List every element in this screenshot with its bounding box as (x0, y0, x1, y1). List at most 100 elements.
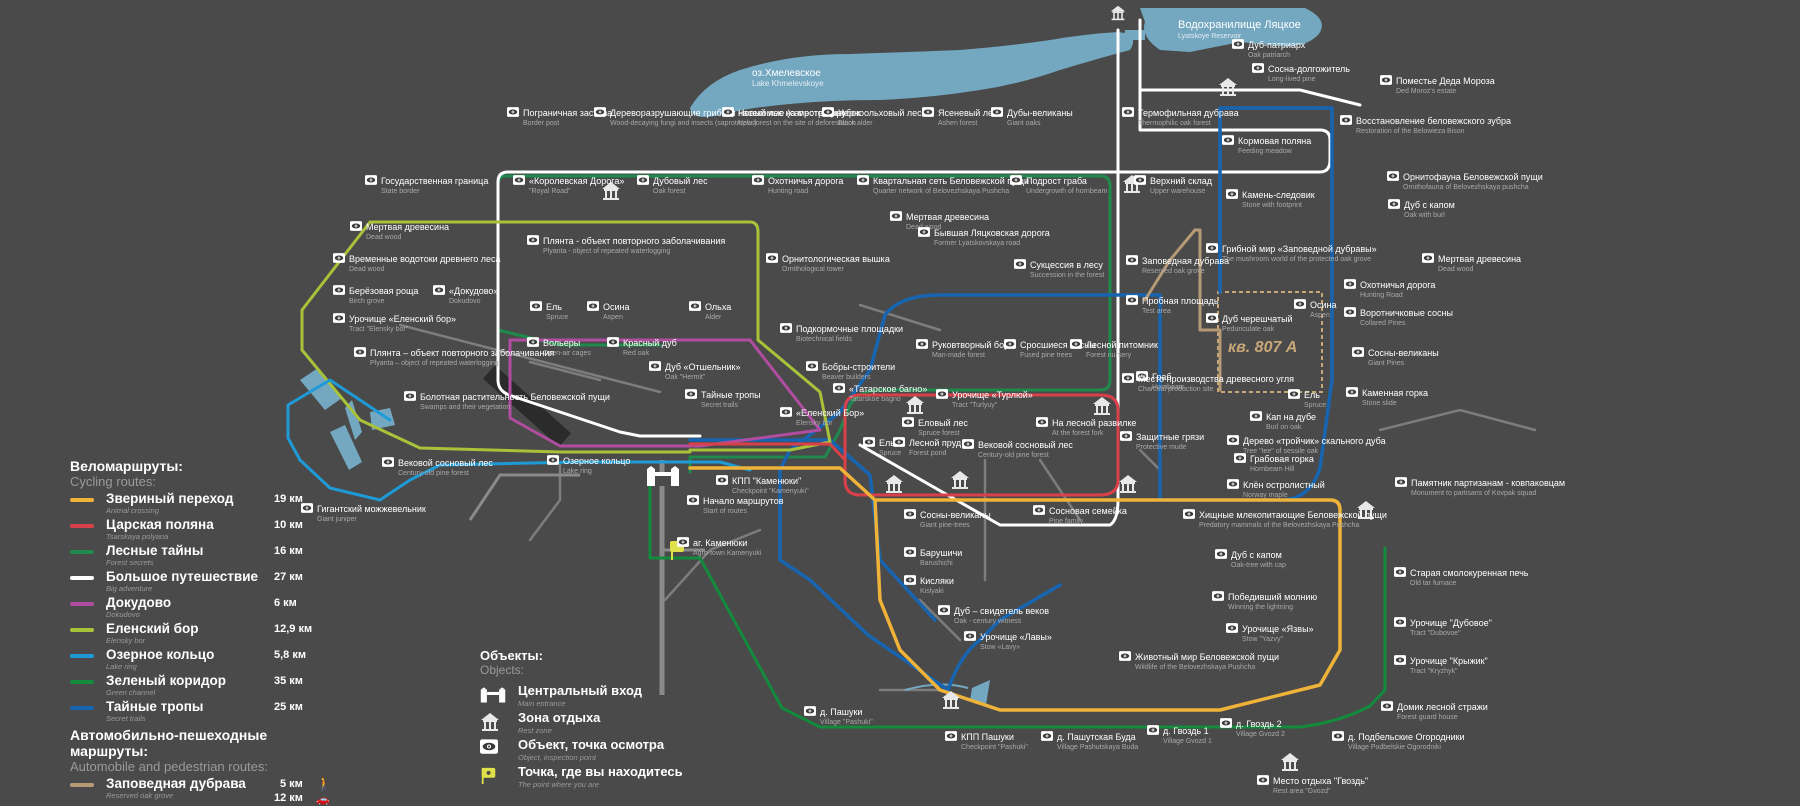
poi[interactable]: Урочище «Турлюй»Tract "Turlyuy" (936, 389, 1033, 409)
poi[interactable]: Урочище «Язвы»Stow "Yazvy" (1226, 623, 1314, 643)
poi[interactable]: КПП "Каменюки"Checkpoint "Kamenyuki" (716, 475, 809, 495)
poi[interactable]: Дуб «Отшельник»Oak "Hermit" (649, 361, 741, 381)
poi[interactable]: «Еленский Бор»Elensky bor (780, 407, 864, 427)
poi[interactable]: Урочище "Дубовое"Tract "Dubovoe" (1394, 617, 1492, 637)
poi[interactable]: Плянта - объект повторного заболачивания… (527, 235, 725, 255)
poi[interactable]: Орнитофауна Беловежской пущиOrnithofauna… (1387, 171, 1543, 191)
object-name: Центральный вход (518, 683, 643, 698)
poi[interactable]: Урочище «Еленский бор»Tract "Elensky bor… (333, 313, 456, 333)
poi[interactable]: Грибной мир «Заповедной дубравы»The mush… (1206, 243, 1377, 263)
poi[interactable]: Место производства древесного угляCharco… (1122, 373, 1294, 393)
poi[interactable]: Хищные млекопитающие Беловежской пущиPre… (1183, 509, 1387, 529)
poi[interactable]: Урочище "Крыжик"Tract "Kryzhyk" (1394, 655, 1488, 675)
poi[interactable]: Место отдыха "Гвоздь"Rest area "Gvozd" (1257, 775, 1368, 795)
poi[interactable]: Памятник партизанам - ковпаковцамMonumen… (1395, 477, 1565, 497)
poi[interactable]: «Королевская Дорога»"Royal Road" (513, 175, 624, 195)
poi[interactable]: Восстановление беловежского зубраRestora… (1340, 115, 1511, 135)
poi[interactable]: «Татарское багно»Tatarskoe bagno (833, 383, 927, 403)
poi[interactable]: Урочище «Лавы»Stow «Lavy» (964, 631, 1052, 651)
poi[interactable]: Плянта – объект повторного заболачивания… (354, 347, 554, 367)
poi[interactable]: «Докудово»Dokudovo (433, 285, 498, 305)
poi[interactable]: Квартальная сеть Беловежской пущиQuarter… (857, 175, 1029, 195)
poi[interactable]: Болотная растительность Беловежской пущи… (404, 391, 610, 411)
